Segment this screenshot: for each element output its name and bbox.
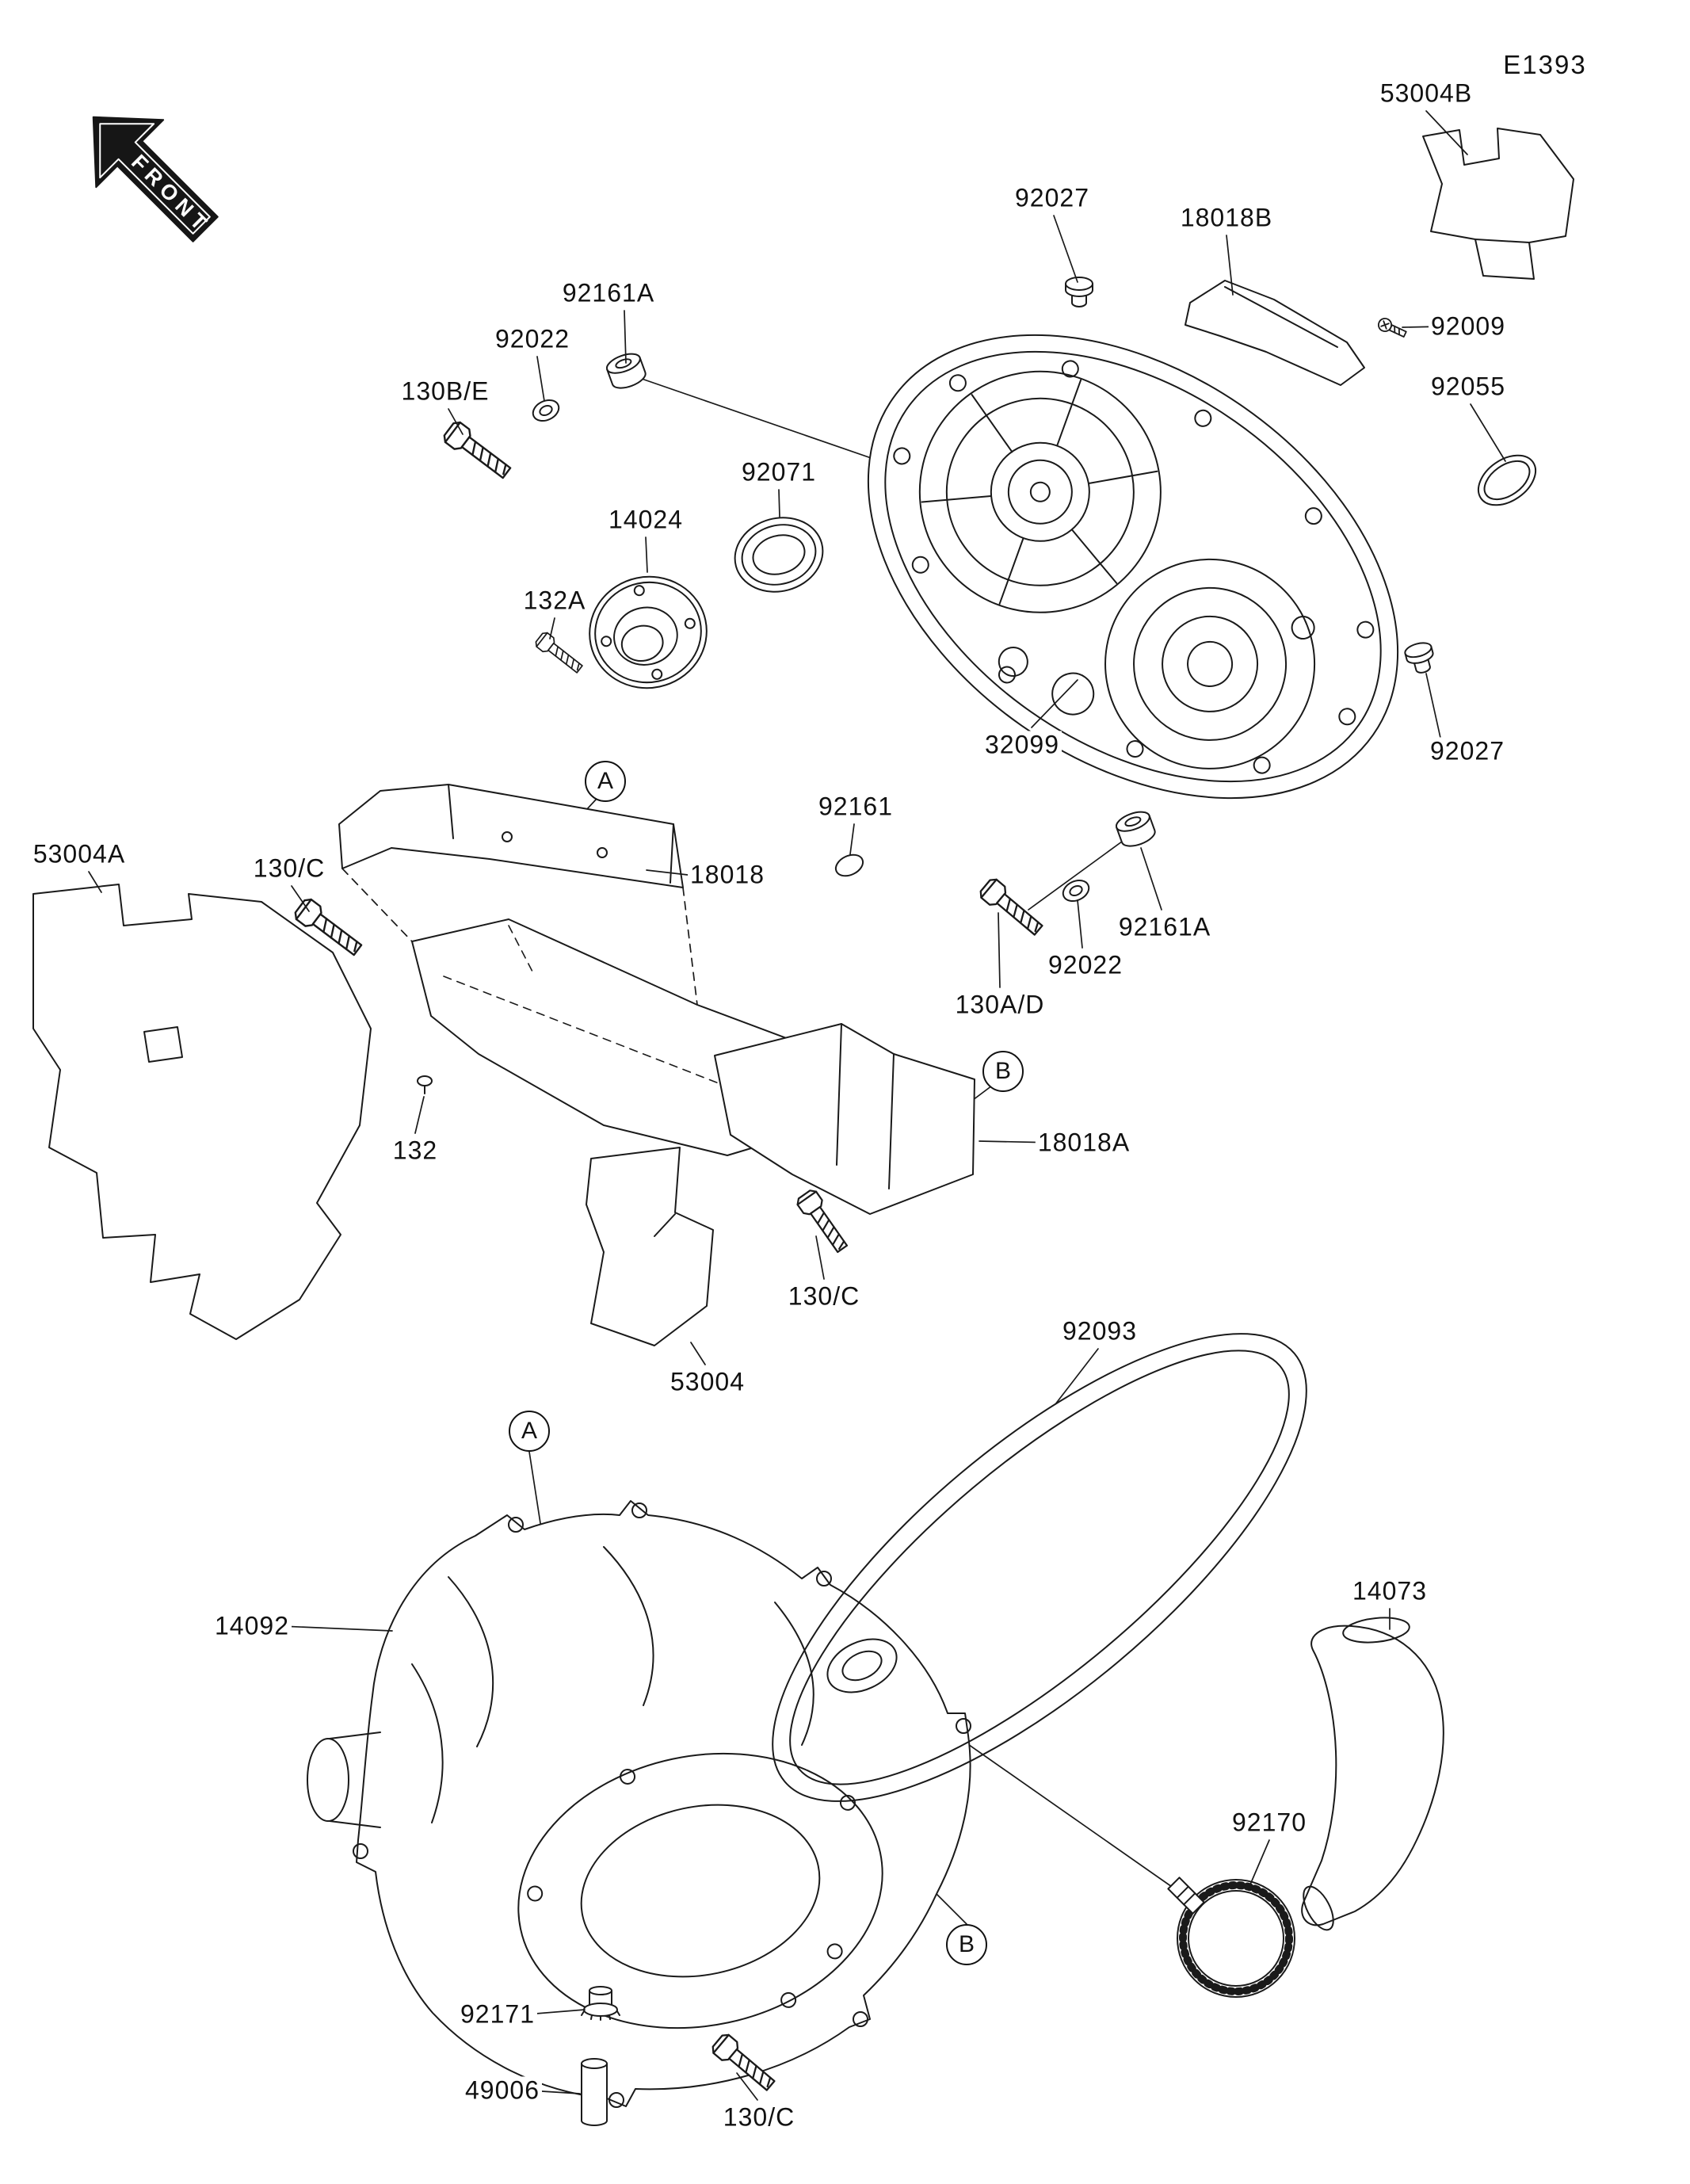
part-label-92022: 92022 (1046, 951, 1125, 979)
part-92093-belt (772, 1333, 1307, 1802)
part-label-92161a: 92161A (1116, 913, 1214, 941)
part-label-132a: 132A (521, 586, 589, 615)
part-label-14073: 14073 (1350, 1577, 1429, 1606)
part-label-49006: 49006 (463, 2076, 542, 2105)
part-92161-plug (834, 853, 864, 877)
diagram-code: E1393 (1503, 50, 1587, 79)
part-32099-converter-cover (867, 334, 1399, 800)
part-92022-washer-lower (1059, 875, 1093, 907)
cover-shaft-boss (307, 1738, 349, 1822)
ref-marker-a: A (509, 1411, 550, 1452)
part-92027-grommet-top (1065, 277, 1093, 307)
part-132a-screw (532, 630, 586, 678)
part-14073-duct (1301, 1617, 1444, 1931)
part-18018a-shield (714, 1023, 975, 1215)
part-label-92071: 92071 (739, 458, 818, 487)
part-18018-shield (338, 784, 684, 888)
part-label-92170: 92170 (1230, 1808, 1309, 1837)
part-label-53004a: 53004A (30, 840, 128, 869)
bolt-holes (893, 360, 1375, 774)
part-label-130b-e: 130B/E (399, 377, 492, 406)
part-label-92027: 92027 (1428, 737, 1507, 766)
part-label-92093: 92093 (1060, 1317, 1139, 1346)
part-label-53004b: 53004B (1377, 79, 1475, 108)
part-label-14024: 14024 (606, 506, 685, 534)
leader-lines (88, 110, 1506, 2101)
part-label-92055: 92055 (1429, 372, 1508, 401)
part-49006-boot (581, 2058, 608, 2126)
part-label-130a-d: 130A/D (952, 991, 1047, 1019)
part-label-18018a: 18018A (1035, 1128, 1133, 1157)
part-label-14092: 14092 (212, 1612, 292, 1640)
part-92171-nut (581, 1986, 620, 2021)
part-label-18018b: 18018B (1177, 204, 1276, 232)
ref-marker-a: A (585, 761, 626, 802)
part-label-53004: 53004 (668, 1368, 747, 1396)
part-132-rivet (417, 1075, 433, 1094)
part-130ad-bolt (976, 876, 1047, 941)
part-92027-grommet-right (1402, 640, 1438, 677)
part-label-92009: 92009 (1429, 312, 1508, 341)
part-label-92027: 92027 (1013, 184, 1092, 212)
part-label-130-c: 130/C (720, 2103, 798, 2132)
part-53004b-heat-guard (1422, 128, 1574, 280)
part-53004a-heat-guard (32, 884, 372, 1340)
part-53004-heat-guard (586, 1147, 714, 1346)
part-label-130-c: 130/C (250, 854, 328, 883)
ref-marker-b: B (946, 1924, 987, 1965)
part-92071-seal (734, 517, 824, 593)
part-92170-clamp (1167, 1877, 1295, 1998)
part-14024-retainer (589, 575, 708, 689)
part-label-92171: 92171 (458, 2000, 537, 2029)
part-label-18018: 18018 (688, 861, 767, 889)
part-92009-screw (1375, 315, 1409, 342)
part-label-92022: 92022 (493, 325, 572, 353)
part-label-132: 132 (390, 1136, 441, 1165)
part-130be-bolt (440, 418, 516, 484)
part-label-92161: 92161 (816, 792, 895, 821)
part-label-32099: 32099 (982, 731, 1062, 759)
part-label-130-c: 130/C (785, 1282, 863, 1311)
cover-duct-boss (826, 1638, 898, 1693)
part-14092-clutch-cover (307, 1500, 971, 2108)
part-label-92161a: 92161A (559, 279, 658, 307)
ref-marker-b: B (982, 1051, 1024, 1092)
part-92055-oring (1477, 454, 1537, 506)
part-18018b-shield (1185, 280, 1365, 386)
front-arrow (92, 116, 219, 242)
part-92161a-damper-lower (1112, 807, 1158, 851)
part-92022-washer-upper (528, 395, 563, 426)
